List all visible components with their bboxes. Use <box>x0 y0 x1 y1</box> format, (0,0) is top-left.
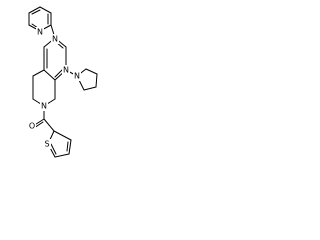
atom-label-background <box>40 101 48 111</box>
bond <box>85 68 98 75</box>
atom-label-background <box>51 34 59 44</box>
bond <box>83 86 97 91</box>
bond <box>28 6 41 14</box>
bond <box>95 73 98 88</box>
bond <box>31 9 41 15</box>
atom-labels: N N N N N O S <box>28 27 81 149</box>
atom-label-background <box>28 121 36 131</box>
molecule-structure: N N N N N O S <box>28 6 98 158</box>
bond <box>39 6 52 14</box>
atom-label-background <box>73 71 81 81</box>
bond <box>32 69 45 77</box>
bond <box>66 141 69 152</box>
bond <box>53 130 72 141</box>
bond <box>43 69 56 81</box>
pyridine-nitrogen-label: N <box>37 28 43 37</box>
atom-label-background <box>62 65 70 75</box>
pyrimidine-nitrogen-top-label: N <box>52 35 58 44</box>
piperidine-nitrogen-label: N <box>41 102 47 111</box>
bond <box>68 139 72 155</box>
atom-label-background <box>36 27 44 37</box>
bond <box>50 143 57 155</box>
atom-label-background <box>43 139 51 149</box>
bond <box>54 153 70 158</box>
bond <box>54 68 64 78</box>
pyrimidine-nitrogen-right-label: N <box>63 66 69 75</box>
carbonyl-oxygen-label: O <box>29 122 35 131</box>
thiophene-sulfur-label: S <box>44 140 49 149</box>
bond <box>43 118 55 132</box>
pyrrolidine-nitrogen-label: N <box>74 72 80 81</box>
